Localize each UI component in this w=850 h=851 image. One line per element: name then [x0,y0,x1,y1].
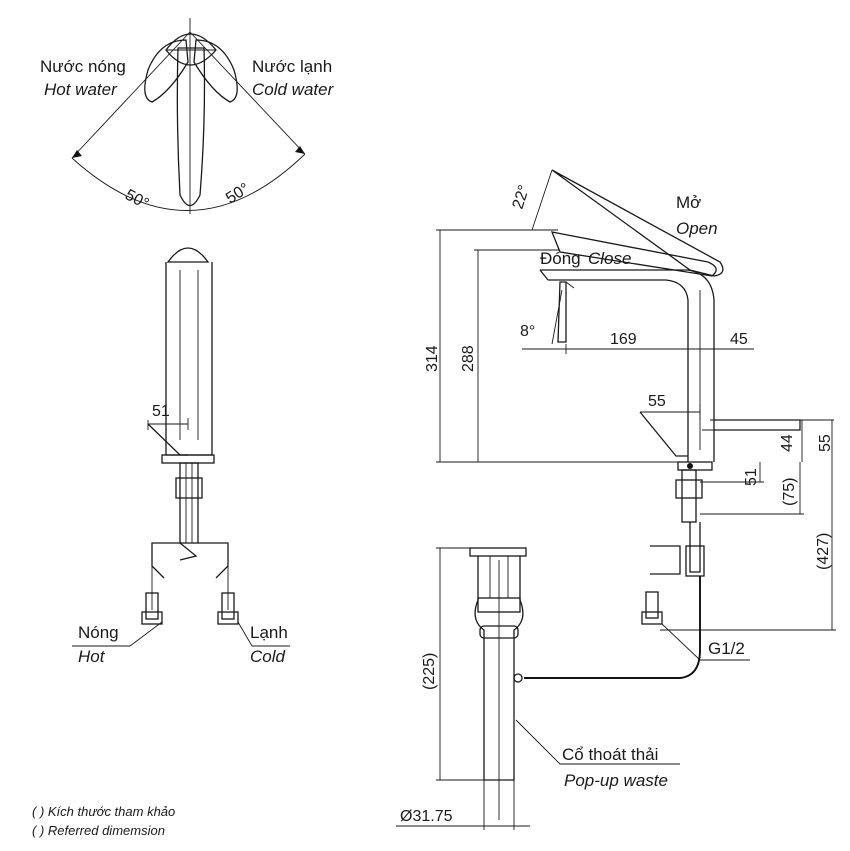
lever-open [551,169,724,277]
hot-angle-label: 50° [122,187,151,213]
open-label-en: Open [676,219,718,238]
hot-water-label-en: Hot water [44,80,118,99]
dim-44: 44 [779,434,796,452]
dim-diameter: Ø31.75 [400,808,453,825]
top-view: Nước nóng Hot water Nước lạnh Cold water… [40,18,335,214]
front-base-wedge [147,423,188,456]
cold-lever-outline [193,39,238,103]
popup-leader [515,719,680,765]
cold-water-label-vi: Nước lạnh [252,57,332,76]
rear-handle [714,419,801,431]
dim-427: (427) [815,533,832,570]
dim-314: 314 [424,345,441,372]
side-fitting [645,591,659,619]
side-shank [681,469,697,523]
cold-label-en: Cold [250,647,286,666]
side-hose [689,522,701,573]
hot-label-en: Hot [78,647,106,666]
hot-fitting [145,592,159,620]
front-shank [179,462,199,544]
aerator [557,281,567,343]
lever-angle: 22° [510,183,534,211]
note-reference-en: ( ) Referred dimemsion [32,823,165,838]
hot-water-label-vi: Nước nóng [40,57,126,76]
popup-rod [524,576,701,679]
close-label-en: Close [588,249,631,268]
note-reference-vi: ( ) Kích thước tham khảo [32,804,175,819]
rotation-arc [71,153,306,211]
spout-inner [548,279,689,462]
side-hose-break [650,545,681,575]
open-label-vi: Mở [676,193,701,212]
close-label-vi: Đóng [540,249,581,268]
dim-45: 45 [730,331,748,348]
cold-water-label-en: Cold water [252,80,335,99]
side-base-wedge [639,411,688,457]
hot-lever-outline [144,39,189,103]
front-lever-knob [166,247,210,263]
side-base-plate [677,461,713,471]
cold-angle-label: 50° [223,180,253,207]
spout-tilt-angle: 8° [520,323,535,340]
side-view: 314 288 22° Mở Open Đóng Close 8° 169 45 [396,169,836,830]
waste-flange [469,547,527,557]
cold-label-vi: Lạnh [250,623,288,642]
front-view: 51 Nóng Hot Lạnh Cold [72,247,290,666]
popup-label-en: Pop-up waste [564,771,668,790]
front-base-dim: 51 [152,403,170,420]
dim-75: (75) [781,478,798,506]
cold-fitting [221,592,235,620]
front-base-plate [161,454,215,464]
handle-body [176,47,206,207]
dim-169: 169 [610,331,637,348]
hot-label-vi: Nóng [78,623,119,642]
lever-closed [550,231,717,277]
dim-55: 55 [817,434,834,452]
dim-288: 288 [460,345,477,372]
dim-51: 51 [743,468,760,486]
front-body [165,262,213,456]
hot-hose-break [151,542,180,579]
dim-base-55: 55 [648,393,666,410]
popup-label-vi: Cổ thoát thải [562,745,658,764]
spout-top [540,269,715,462]
thread-label: G1/2 [708,639,745,658]
dim-225: (225) [421,653,438,690]
